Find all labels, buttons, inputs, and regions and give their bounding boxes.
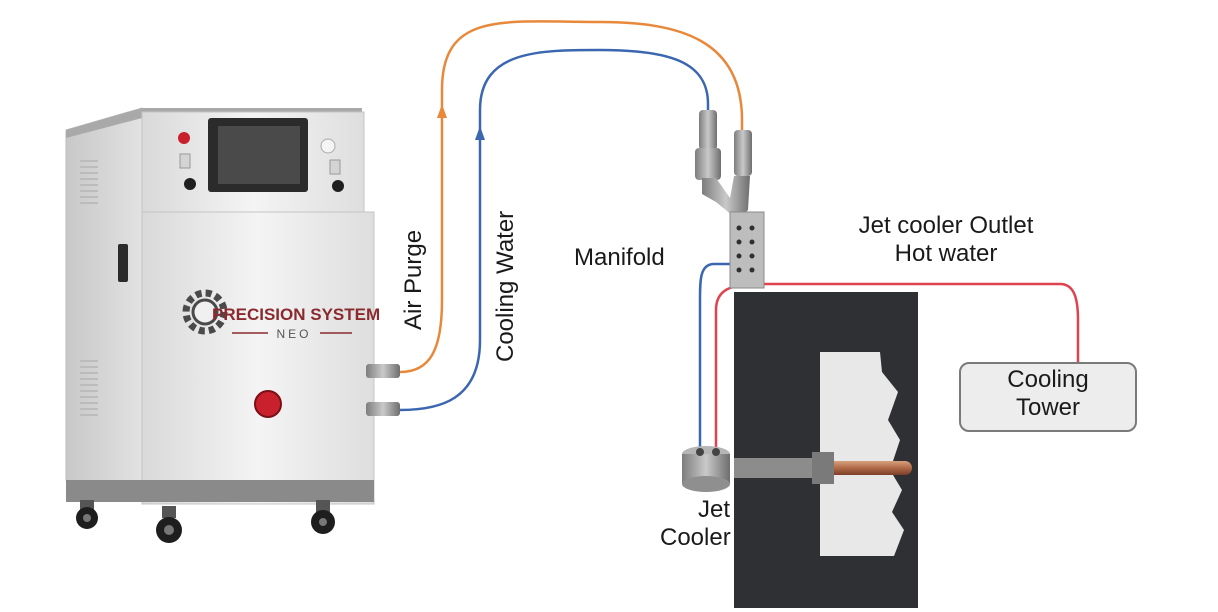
- water-outlet-fitting: [366, 402, 400, 416]
- manifold-label: Manifold: [574, 244, 665, 271]
- cooling-tower-line-2: Tower: [1015, 394, 1081, 421]
- jet-cooler-outlet: [712, 448, 720, 456]
- right-quick-coupler: [734, 130, 752, 176]
- manifold-to-cooler-hose: [698, 262, 738, 452]
- cooling-water-arrow: [475, 126, 485, 140]
- machine-front-lower: [141, 211, 375, 505]
- jet-cooler-unit: [682, 446, 730, 492]
- mold-block: [734, 292, 918, 608]
- temperature-control-unit: PRECISION SYSTEM NEO: [65, 107, 400, 543]
- cooling-tower-label: Cooling Tower: [959, 366, 1137, 422]
- side-vent-upper: [80, 160, 98, 204]
- status-lamp: [320, 138, 336, 154]
- air-outlet-fitting: [366, 364, 400, 378]
- pin-collar: [812, 452, 834, 484]
- gear-logo-icon: [182, 289, 228, 335]
- outlet-label-line-1: Jet cooler Outlet: [858, 212, 1034, 239]
- air-purge-arrow: [437, 104, 447, 118]
- mold-cavity: [820, 352, 904, 556]
- machine-base: [66, 480, 374, 502]
- jet-cooler-inlet: [696, 448, 704, 456]
- caster-wheels: [76, 500, 335, 543]
- model-name: NEO: [276, 327, 311, 341]
- brand-name: PRECISION SYSTEM: [212, 305, 380, 324]
- left-switch: [179, 153, 191, 169]
- cooling-water-hose: [399, 48, 710, 412]
- jet-cooler-line-2: Cooler: [660, 524, 731, 551]
- emergency-stop-icon: [254, 390, 282, 418]
- left-quick-coupler: [699, 110, 717, 150]
- touch-screen-display: [218, 126, 300, 184]
- cooling-tower-line-1: Cooling: [1007, 366, 1089, 393]
- power-lamp: [178, 132, 190, 144]
- side-vent-lower: [80, 360, 98, 416]
- air-purge-label: Air Purge: [400, 229, 427, 330]
- cooling-water-label: Cooling Water: [492, 210, 519, 362]
- outlet-label-line-2: Hot water: [894, 240, 998, 267]
- jet-cooler-label: Jet Cooler: [660, 496, 731, 552]
- jet-cooler-line-1: Jet: [697, 496, 730, 523]
- cooling-pin: [820, 461, 912, 475]
- manifold-assembly: [695, 110, 765, 289]
- mold-core-pin-bore: [734, 458, 822, 478]
- right-switch: [329, 159, 341, 175]
- cooling-tower-box: [959, 362, 1137, 432]
- machine-side-panel: [65, 107, 143, 501]
- manifold-block: [729, 211, 765, 289]
- left-knob: [184, 178, 196, 190]
- jet-cooler-bottom: [682, 476, 730, 492]
- air-purge-hose: [399, 20, 744, 374]
- jet-cooler-outlet-label: Jet cooler Outlet Hot water: [826, 212, 1066, 268]
- manifold-ports: [736, 225, 755, 273]
- left-check-valve: [695, 148, 721, 180]
- right-knob: [332, 180, 344, 192]
- side-handle: [118, 244, 128, 282]
- y-connector: [702, 176, 750, 220]
